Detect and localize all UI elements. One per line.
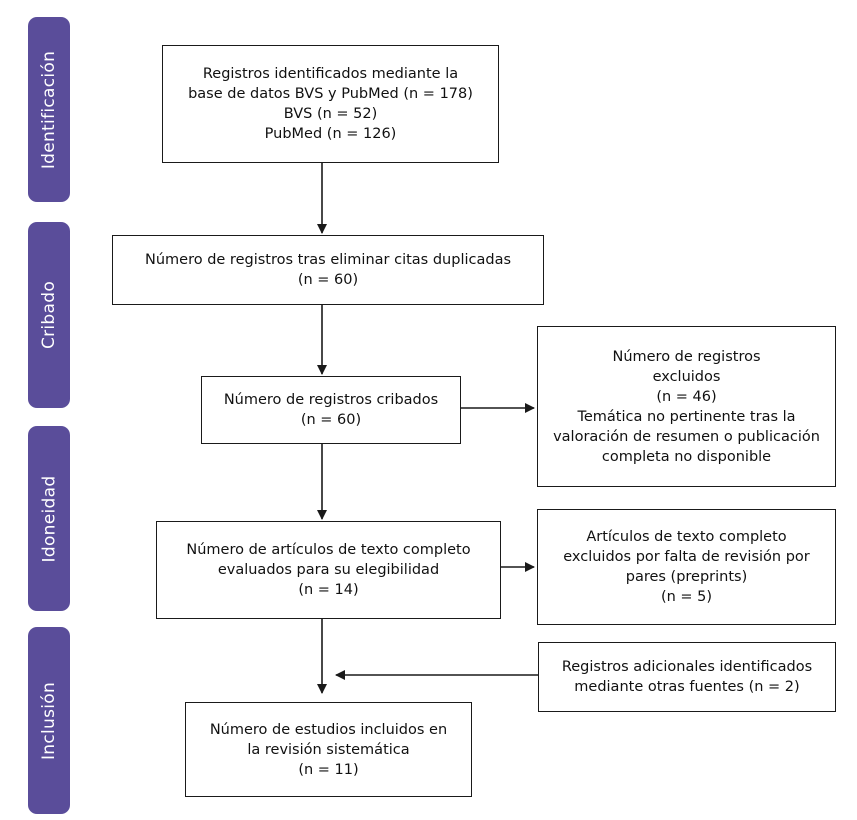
box-studies-included: Número de estudios incluidos en la revis… — [185, 702, 472, 797]
phase-inclusion: Inclusión — [28, 627, 70, 814]
box-records-screened: Número de registros cribados (n = 60) — [201, 376, 461, 444]
phase-cribado: Cribado — [28, 222, 70, 408]
box-after-duplicates: Número de registros tras eliminar citas … — [112, 235, 544, 305]
box-fulltext-excluded: Artículos de texto completo excluidos po… — [537, 509, 836, 625]
box-records-excluded: Número de registros excluidos (n = 46) T… — [537, 326, 836, 487]
box-additional-records: Registros adicionales identificados medi… — [538, 642, 836, 712]
phase-identificacion: Identificación — [28, 17, 70, 202]
box-fulltext-assessed: Número de artículos de texto completo ev… — [156, 521, 501, 619]
phase-idoneidad: Idoneidad — [28, 426, 70, 611]
box-records-identified: Registros identificados mediante la base… — [162, 45, 499, 163]
